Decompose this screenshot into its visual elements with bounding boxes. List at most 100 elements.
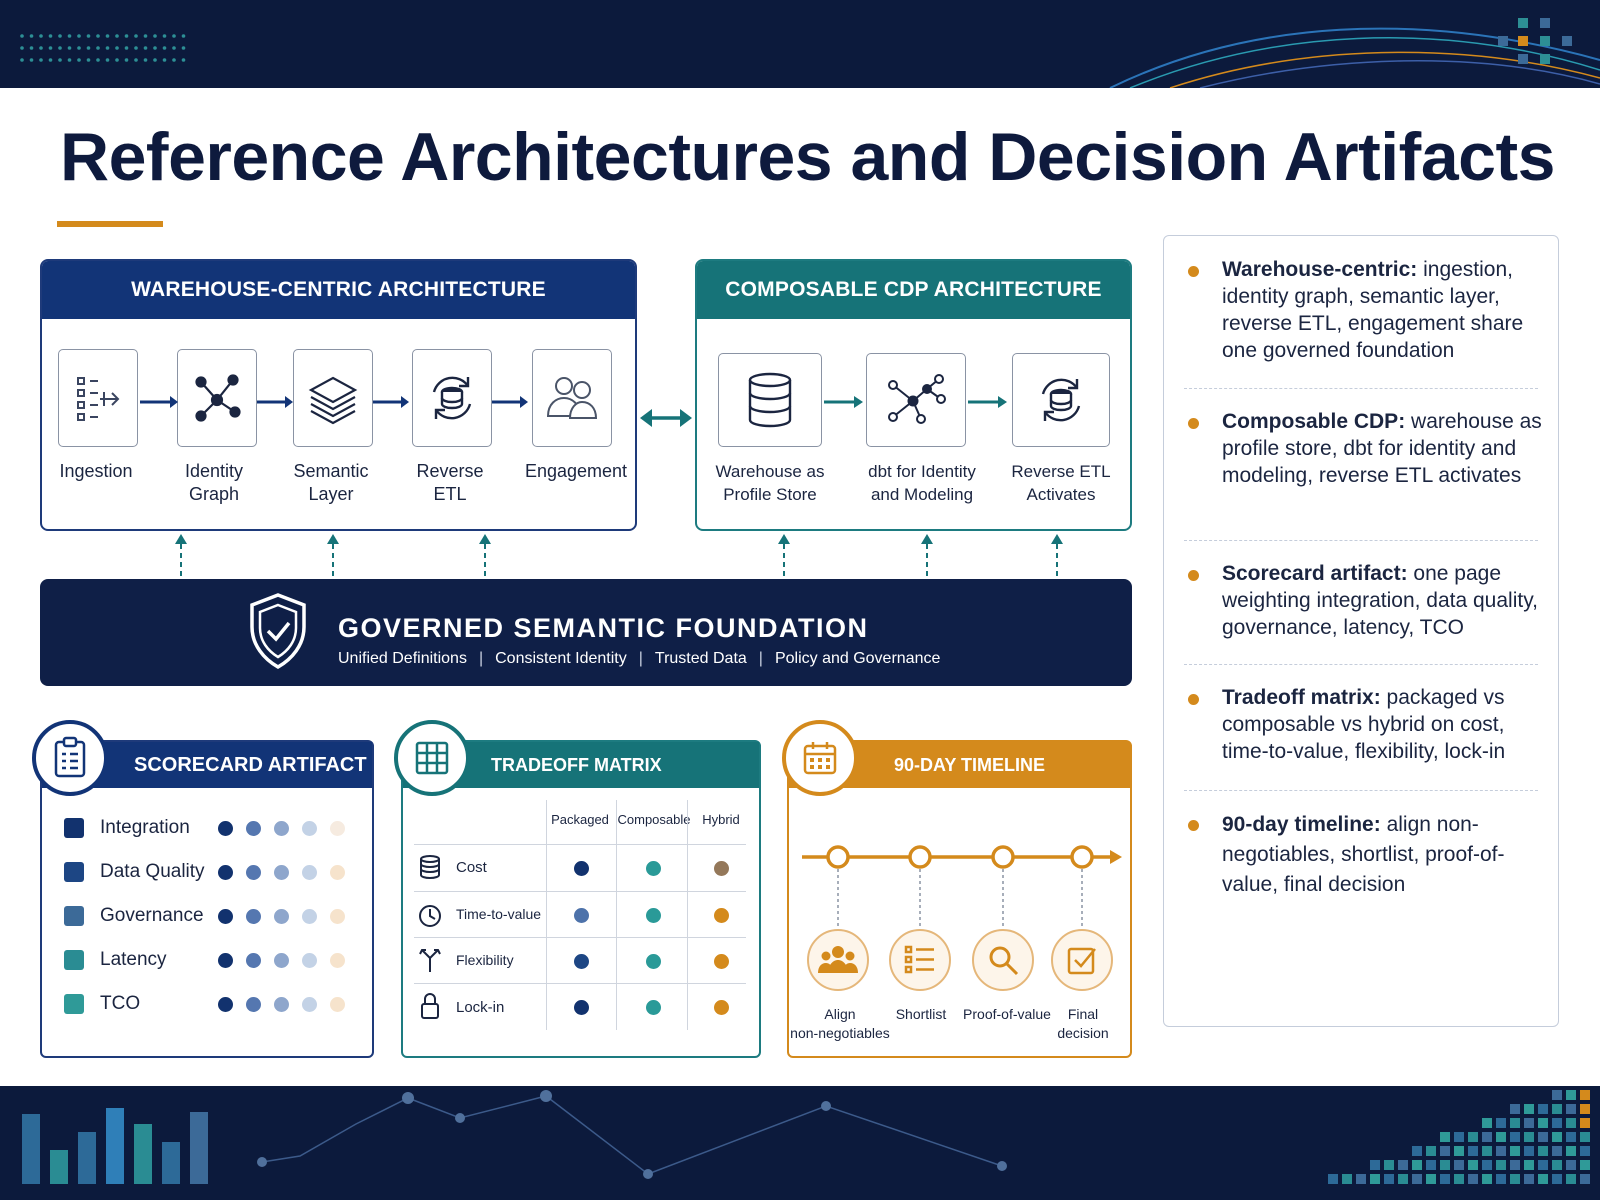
- matrix-divider: [546, 800, 547, 1030]
- decor-dot: [153, 58, 157, 62]
- matrix-rating-dot: [714, 861, 729, 876]
- branch-icon: [419, 949, 441, 972]
- scorecard-row: Data Quality: [64, 858, 358, 886]
- matrix-divider: [687, 800, 688, 1030]
- governed-foundation-bar: [40, 579, 1132, 686]
- decor-square: [1482, 1174, 1492, 1184]
- list-icon: [889, 929, 951, 991]
- decor-square: [1482, 1132, 1492, 1142]
- decor-dot: [48, 46, 53, 50]
- decor-square: [1566, 1160, 1576, 1170]
- foundation-title: GOVERNED SEMANTIC FOUNDATION: [338, 613, 869, 643]
- decor-square: [1566, 1132, 1576, 1142]
- matrix-row-label: Time-to-value: [456, 906, 542, 922]
- summary-item: 90-day timeline: align non-negotiables, …: [1222, 810, 1542, 900]
- database-icon: [718, 353, 822, 447]
- decor-square: [1482, 1146, 1492, 1156]
- summary-text: warehouse as profile store, dbt for iden…: [1222, 410, 1542, 487]
- users-icon: [532, 349, 612, 447]
- page-title: Reference Architectures and Decision Art…: [60, 119, 1555, 195]
- decor-square: [1468, 1174, 1478, 1184]
- graph-icon: [866, 353, 966, 447]
- decor-dot: [29, 58, 34, 62]
- summary-text: packaged vs composable vs hybrid on cost…: [1222, 686, 1506, 763]
- decor-dot: [153, 46, 157, 50]
- decor-dot: [153, 34, 157, 38]
- decor-square: [1552, 1118, 1562, 1128]
- summary-term: 90-day timeline:: [1222, 813, 1381, 836]
- decor-square: [1398, 1174, 1408, 1184]
- decor-square: [1468, 1132, 1478, 1142]
- summary-term: Scorecard artifact:: [1222, 562, 1408, 585]
- scorecard-swatch: [64, 862, 84, 882]
- decor-square: [1510, 1160, 1520, 1170]
- decor-square: [1524, 1118, 1534, 1128]
- decor-square: [1426, 1160, 1436, 1170]
- decor-square: [1524, 1160, 1534, 1170]
- header-band: [0, 0, 1600, 88]
- matrix-divider: [414, 844, 746, 845]
- scorecard-row: Integration: [64, 814, 358, 842]
- foundation-items: Unified Definitions| Consistent Identity…: [338, 650, 941, 667]
- decor-dot: [67, 58, 72, 62]
- matrix-rating-dot: [646, 954, 661, 969]
- decor-square: [1342, 1174, 1352, 1184]
- scorecard-card: SCORECARD ARTIFACT Integration Data Qual…: [40, 740, 374, 1058]
- footer-band: [0, 1086, 1600, 1200]
- decor-dot: [181, 34, 186, 38]
- decor-square: [1398, 1160, 1408, 1170]
- decor-dot: [48, 58, 53, 62]
- summary-term: Warehouse-centric:: [1222, 258, 1418, 281]
- decor-dot: [124, 58, 129, 62]
- decor-dot: [58, 46, 62, 50]
- decor-square: [1412, 1174, 1422, 1184]
- decor-square: [1552, 1160, 1562, 1170]
- scorecard-criterion: Latency: [100, 949, 167, 970]
- decor-square: [1538, 1146, 1548, 1156]
- decor-square: [1496, 1174, 1506, 1184]
- decor-square: [1538, 1160, 1548, 1170]
- warehouse-centric-title: WAREHOUSE-CENTRIC ARCHITECTURE: [42, 261, 635, 319]
- decor-dot: [39, 34, 43, 38]
- decor-dot: [134, 58, 138, 62]
- step-label: Reverse ETL: [416, 461, 484, 504]
- decor-dot: [115, 58, 119, 62]
- decor-dot: [77, 58, 81, 62]
- foundation-support-arrows: [175, 534, 1063, 576]
- decor-dot: [58, 58, 62, 62]
- summary-divider: [1184, 664, 1538, 665]
- decor-square: [1538, 1174, 1548, 1184]
- matrix-rating-dot: [574, 1000, 589, 1015]
- matrix-divider: [616, 800, 617, 1030]
- decor-square: [1440, 1160, 1450, 1170]
- calendar-icon: [782, 720, 858, 796]
- decor-square: [1370, 1160, 1380, 1170]
- database-icon: [420, 855, 440, 879]
- decor-dot: [172, 34, 176, 38]
- decor-dot: [181, 58, 186, 62]
- step-label: Semantic Layer: [293, 461, 369, 504]
- decor-dot: [143, 34, 148, 38]
- summary-bullet: [1188, 418, 1199, 429]
- decor-square: [1496, 1132, 1506, 1142]
- decor-square: [1566, 1146, 1576, 1156]
- decor-dot: [48, 34, 53, 38]
- timeline-step-label: Shortlist: [895, 1006, 947, 1022]
- decor-dot: [39, 46, 43, 50]
- decor-dot: [143, 46, 148, 50]
- matrix-row-icons: [419, 855, 441, 1019]
- matrix-rating-dot: [646, 1000, 661, 1015]
- scorecard-row: TCO: [64, 990, 358, 1018]
- decor-square: [1580, 1146, 1590, 1156]
- timeline-step-label: Final decision: [1057, 1006, 1109, 1041]
- matrix-rating-dot: [574, 954, 589, 969]
- scorecard-swatch: [64, 994, 84, 1014]
- foundation-item: Trusted Data: [654, 650, 747, 667]
- decor-square: [1538, 1104, 1548, 1114]
- decor-square: [1580, 1104, 1590, 1114]
- decor-square: [1496, 1118, 1506, 1128]
- decor-square: [1552, 1104, 1562, 1114]
- decor-square: [1566, 1104, 1576, 1114]
- ingestion-icon: [58, 349, 138, 447]
- shield-icon: [250, 593, 306, 670]
